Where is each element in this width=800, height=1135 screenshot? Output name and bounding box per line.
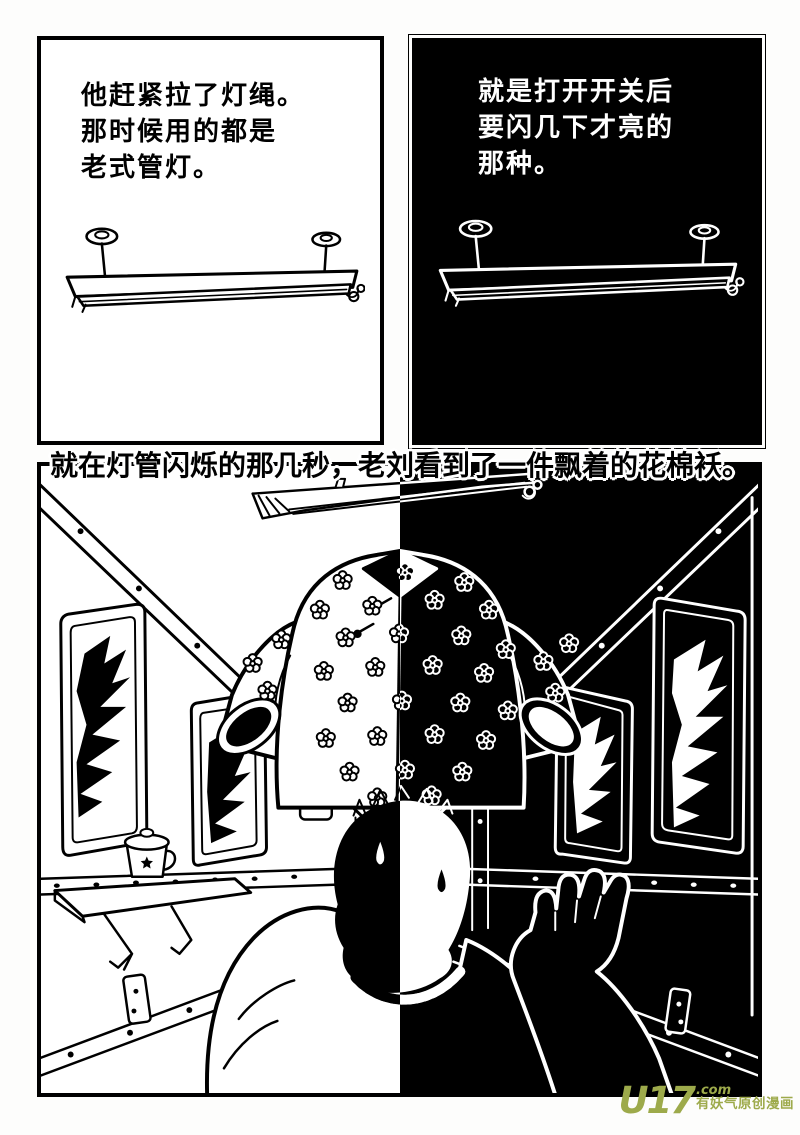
narration-box: 就是打开开关后 要闪几下才亮的 那种。: [478, 74, 674, 182]
fluorescent-lamp-drawing-inverted: [440, 221, 744, 306]
train-car-scene: [41, 466, 758, 1093]
narration-line: 那种。: [478, 149, 563, 179]
caption-text: 就在灯管闪烁的那几秒，老刘看到了一件飘着的花棉袄。: [49, 449, 750, 482]
fluorescent-lamp-drawing: [67, 228, 365, 312]
narration-line: 老式管灯。: [81, 153, 222, 183]
panel-narration-white: 他赶紧拉了灯绳。 那时候用的都是 老式管灯。: [37, 36, 384, 445]
narration-line: 那时候用的都是: [81, 117, 278, 147]
watermark-tagline: 有妖气原创漫画: [696, 1096, 794, 1112]
narration-line: 要闪几下才亮的: [478, 113, 675, 143]
panel-split-scene: [37, 462, 762, 1097]
watermark-tld: .com: [696, 1083, 732, 1098]
watermark: U17 .com 有妖气原创漫画: [618, 1079, 794, 1122]
watermark-brand: U17: [618, 1079, 696, 1122]
narration-line: 他赶紧拉了灯绳。: [81, 81, 306, 111]
narration-line: 就是打开开关后: [478, 77, 675, 107]
narration-box: 他赶紧拉了灯绳。 那时候用的都是 老式管灯。: [81, 78, 305, 186]
panel-narration-black: 就是打开开关后 要闪几下才亮的 那种。: [408, 34, 766, 449]
